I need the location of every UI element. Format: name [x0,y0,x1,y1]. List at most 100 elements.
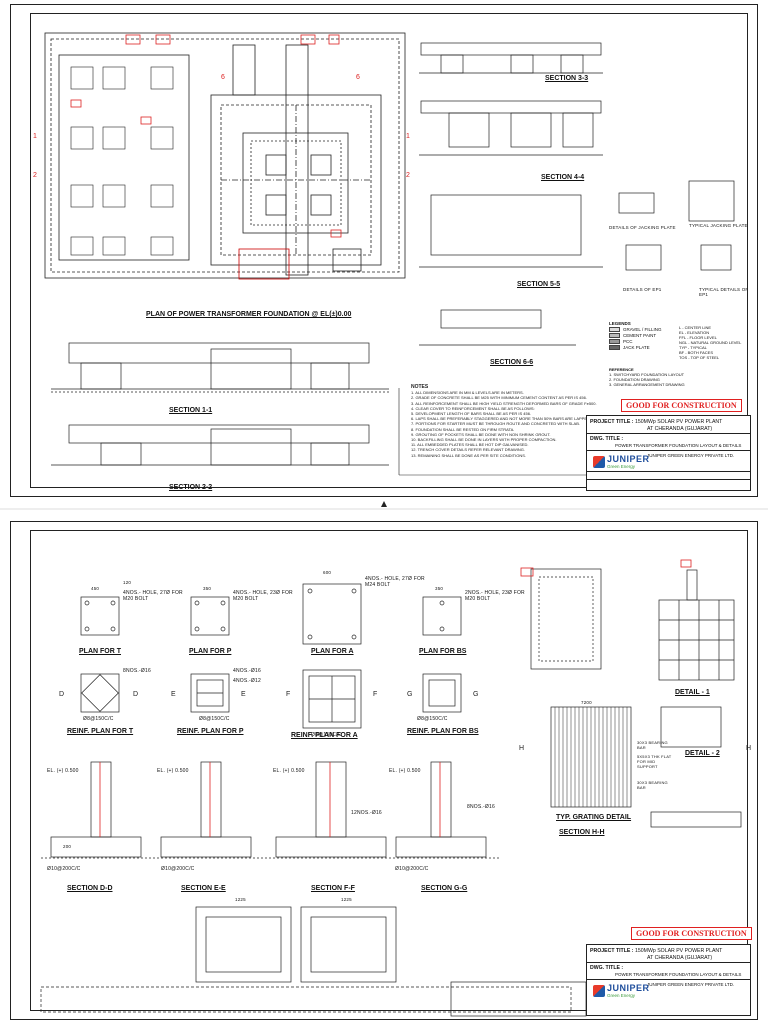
detail-1-title: DETAIL - 1 [675,689,710,696]
note-item: 9. GROUTING OF POCKETS SHALL BE DONE WIT… [411,431,551,437]
svg-text:6: 6 [221,74,225,81]
reference-block: REFERENCE 1. SWITCHYARD FOUNDATION LAYOU… [609,367,685,387]
notes-title: NOTES [411,384,429,390]
note-item: 5. DEVELOPMENT LENGTH OF BARS SHALL BE A… [411,411,532,417]
section-f-f-title: SECTION F-F [311,885,355,892]
dim-label: 600 [323,570,332,575]
note-item: 11. ALL EMBEDDED PLATES SHALL BE HOT DIP… [411,442,529,448]
dim-label: 120 [123,580,132,585]
good-for-construction-stamp: GOOD FOR CONSTRUCTION [631,927,752,940]
section-3-3-title: SECTION 3-3 [545,75,589,82]
stirrup-note: Ø8@150C/C [199,716,230,722]
good-for-construction-stamp: GOOD FOR CONSTRUCTION [621,399,742,412]
svg-text:G: G [473,691,478,698]
el-note: EL. (+) 0.500 [157,768,189,774]
sheet-1-frame [30,13,748,488]
dim-label: 1225 [235,897,246,902]
juniper-logo-icon [593,984,605,997]
juniper-logo-icon [593,455,605,468]
note-item: 1. ALL DIMENSIONS ARE IN MM & LEVELS ARE… [411,390,524,396]
title-block-1: PROJECT TITLE : 150MWp SOLAR PV POWER PL… [586,415,751,491]
bolt-note-p: 4NOS.- HOLE, 23Ø FOR M20 BOLT [233,590,293,602]
ep1-typical-title: TYPICAL DETAILS OF EP1 [699,287,749,297]
note-item: 10. BACKFILLING SHALL BE DONE IN LAYERS … [411,437,557,443]
svg-text:E: E [241,691,246,698]
note-item: 4. CLEAR COVER TO REINFORCEMENT SHALL BE… [411,405,535,411]
svg-text:6: 6 [356,74,360,81]
legend-item: CEMENT PAINT [609,333,679,339]
section-6-6-title: SECTION 6-6 [490,359,534,366]
section-h-h-title: SECTION H-H [559,829,605,836]
bar-note: 12NOS.-Ø16 [351,810,382,816]
juniper-logo: JUNIPER Green Energy [593,454,650,469]
el-note: EL. (+) 0.500 [47,768,79,774]
base-bar-note: Ø10@200C/C [395,866,429,872]
note-item: 7. PORTIONS FOR STARTER MUST BE THROUGH … [411,421,580,427]
sheet-separator [0,501,768,510]
bolt-note-a: 4NOS.- HOLE, 27Ø FOR M24 BOLT [365,576,425,588]
sheet-2-frame [30,530,748,1011]
legend-item: GRAVEL / FILLING [609,327,679,333]
svg-text:2: 2 [406,172,410,179]
note-item: 6. LAPS SHALL BE PREFERABLY STAGGERED AN… [411,416,591,422]
svg-text:H: H [746,745,751,752]
bolt-note-bs: 2NOS.- HOLE, 23Ø FOR M20 BOLT [465,590,525,602]
reinf-plan-bs-title: REINF. PLAN FOR BS [407,728,479,735]
plan-title: PLAN OF POWER TRANSFORMER FOUNDATION @ E… [146,311,352,318]
stirrup-note: Ø8@150C/C [83,716,114,722]
base-bar-note: Ø10@200C/C [161,866,195,872]
svg-text:D: D [133,691,138,698]
dim-label: 200 [63,844,72,849]
grating-note: 30X3 BEARING BAR [637,780,668,790]
section-e-e-title: SECTION E-E [181,885,226,892]
svg-text:1: 1 [406,133,410,140]
dim-label: 1225 [341,897,352,902]
reinf-plan-a-title: REINF. PLAN FOR A [291,732,358,739]
cut-mark-1-left: 1 [33,133,37,140]
juniper-logo: JUNIPER Green Energy [593,983,650,998]
el-note: EL. (+) 0.500 [389,768,421,774]
dim-label: 350 [203,586,212,591]
ep1-detail-title: DETAILS OF EP1 [623,287,662,292]
section-d-d-title: SECTION D-D [67,885,113,892]
plan-for-t-title: PLAN FOR T [79,648,121,655]
note-item: 2. GRADE OF CONCRETE SHALL BE M25 WITH M… [411,395,587,401]
grating-detail-title: TYP. GRATING DETAIL [556,814,632,821]
el-note: EL. (+) 0.500 [273,768,305,774]
svg-text:H: H [519,745,524,752]
plan-for-bs-title: PLAN FOR BS [419,648,467,655]
plan-for-a-title: PLAN FOR A [311,648,354,655]
drawing-sheet-1: 1 2 1 2 6 6 [10,4,758,497]
bar-note: 8NOS.-Ø16 [467,804,495,810]
dim-label: 350 [435,586,444,591]
stirrup-note: Ø8@150C/C [311,732,342,738]
legend-item: JACK PLATE [609,345,679,351]
grating-note: 30X3 BEARING BAR [637,740,668,750]
reinf-plan-t-title: REINF. PLAN FOR T [67,728,134,735]
section-1-1-title: SECTION 1-1 [169,407,213,414]
note-item: 3. ALL REINFORCEMENT SHALL BE HIGH YIELD… [411,400,597,406]
legend-item: PCC [609,339,679,345]
svg-text:E: E [171,691,176,698]
section-g-g-title: SECTION G-G [421,885,468,892]
typical-jacking-title: TYPICAL JACKING PLATE [689,223,748,228]
bar-note: 4NOS.-Ø16 [233,668,261,674]
notes-block: NOTES 1. ALL DIMENSIONS ARE IN MM & LEVE… [411,384,601,458]
jacking-plate-detail-title: DETAILS OF JACKING PLATE [609,225,676,230]
grating-note: 5X5X3 THK FLAT FOR MID SUPPORT [637,754,672,769]
section-4-4-title: SECTION 4-4 [541,174,585,181]
foundation-plan: 1 2 1 2 6 6 [33,32,751,476]
svg-text:2: 2 [33,172,37,179]
section-2-2-title: SECTION 2-2 [169,484,213,491]
section-5-5-title: SECTION 5-5 [517,281,561,288]
bolt-note-t: 4NOS.- HOLE, 27Ø FOR M20 BOLT [123,590,183,602]
dim-label: 450 [91,586,100,591]
note-item: 12. TRENCH COVER DETAILS REFER RELEVANT … [411,447,526,453]
reinf-plan-p-title: REINF. PLAN FOR P [177,728,244,735]
svg-text:F: F [286,691,290,698]
svg-text:G: G [407,691,412,698]
detail-2-title: DETAIL - 2 [685,750,720,757]
plan-for-p-title: PLAN FOR P [189,648,232,655]
